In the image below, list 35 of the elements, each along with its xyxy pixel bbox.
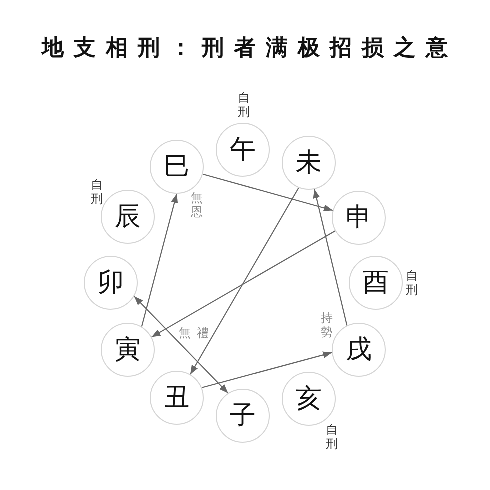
branch-circle — [84, 256, 138, 310]
arrow — [202, 352, 332, 388]
branch-circle — [216, 389, 270, 443]
branch-character: 卯 — [98, 270, 124, 296]
annotation-text: 自刑 — [326, 424, 338, 452]
branch-character: 酉 — [363, 270, 389, 296]
annotation-text: 持勢 — [320, 312, 334, 340]
branch-circle — [101, 323, 155, 377]
branch-character: 申 — [346, 205, 372, 231]
annotation-text: 無禮 — [178, 327, 215, 341]
branch-character: 亥 — [296, 386, 322, 412]
branch-character: 寅 — [115, 337, 141, 363]
branch-character: 午 — [230, 137, 256, 163]
branch-circle — [150, 371, 204, 425]
branch-circle — [282, 136, 336, 190]
annotation-text: 無恩 — [190, 192, 204, 220]
annotation-text: 自刑 — [238, 92, 250, 120]
annotation-text: 自刑 — [90, 179, 104, 207]
arrow — [134, 296, 229, 394]
branch-character: 巳 — [164, 154, 190, 180]
branch-character: 未 — [296, 150, 322, 176]
arrow — [152, 230, 336, 338]
branch-character: 子 — [230, 403, 256, 429]
title: 地支相刑：刑者满极招损之意 — [40, 36, 458, 60]
branch-character: 丑 — [164, 385, 190, 411]
arrow — [202, 174, 334, 212]
branch-circle — [332, 323, 386, 377]
annotation-text: 自刑 — [406, 270, 418, 298]
branch-circle — [150, 140, 204, 194]
arrow — [141, 194, 178, 328]
arrow — [190, 188, 300, 375]
branch-character: 戌 — [346, 337, 372, 363]
arrow — [313, 189, 348, 326]
branch-circle — [332, 191, 386, 245]
branch-character: 辰 — [115, 204, 141, 230]
